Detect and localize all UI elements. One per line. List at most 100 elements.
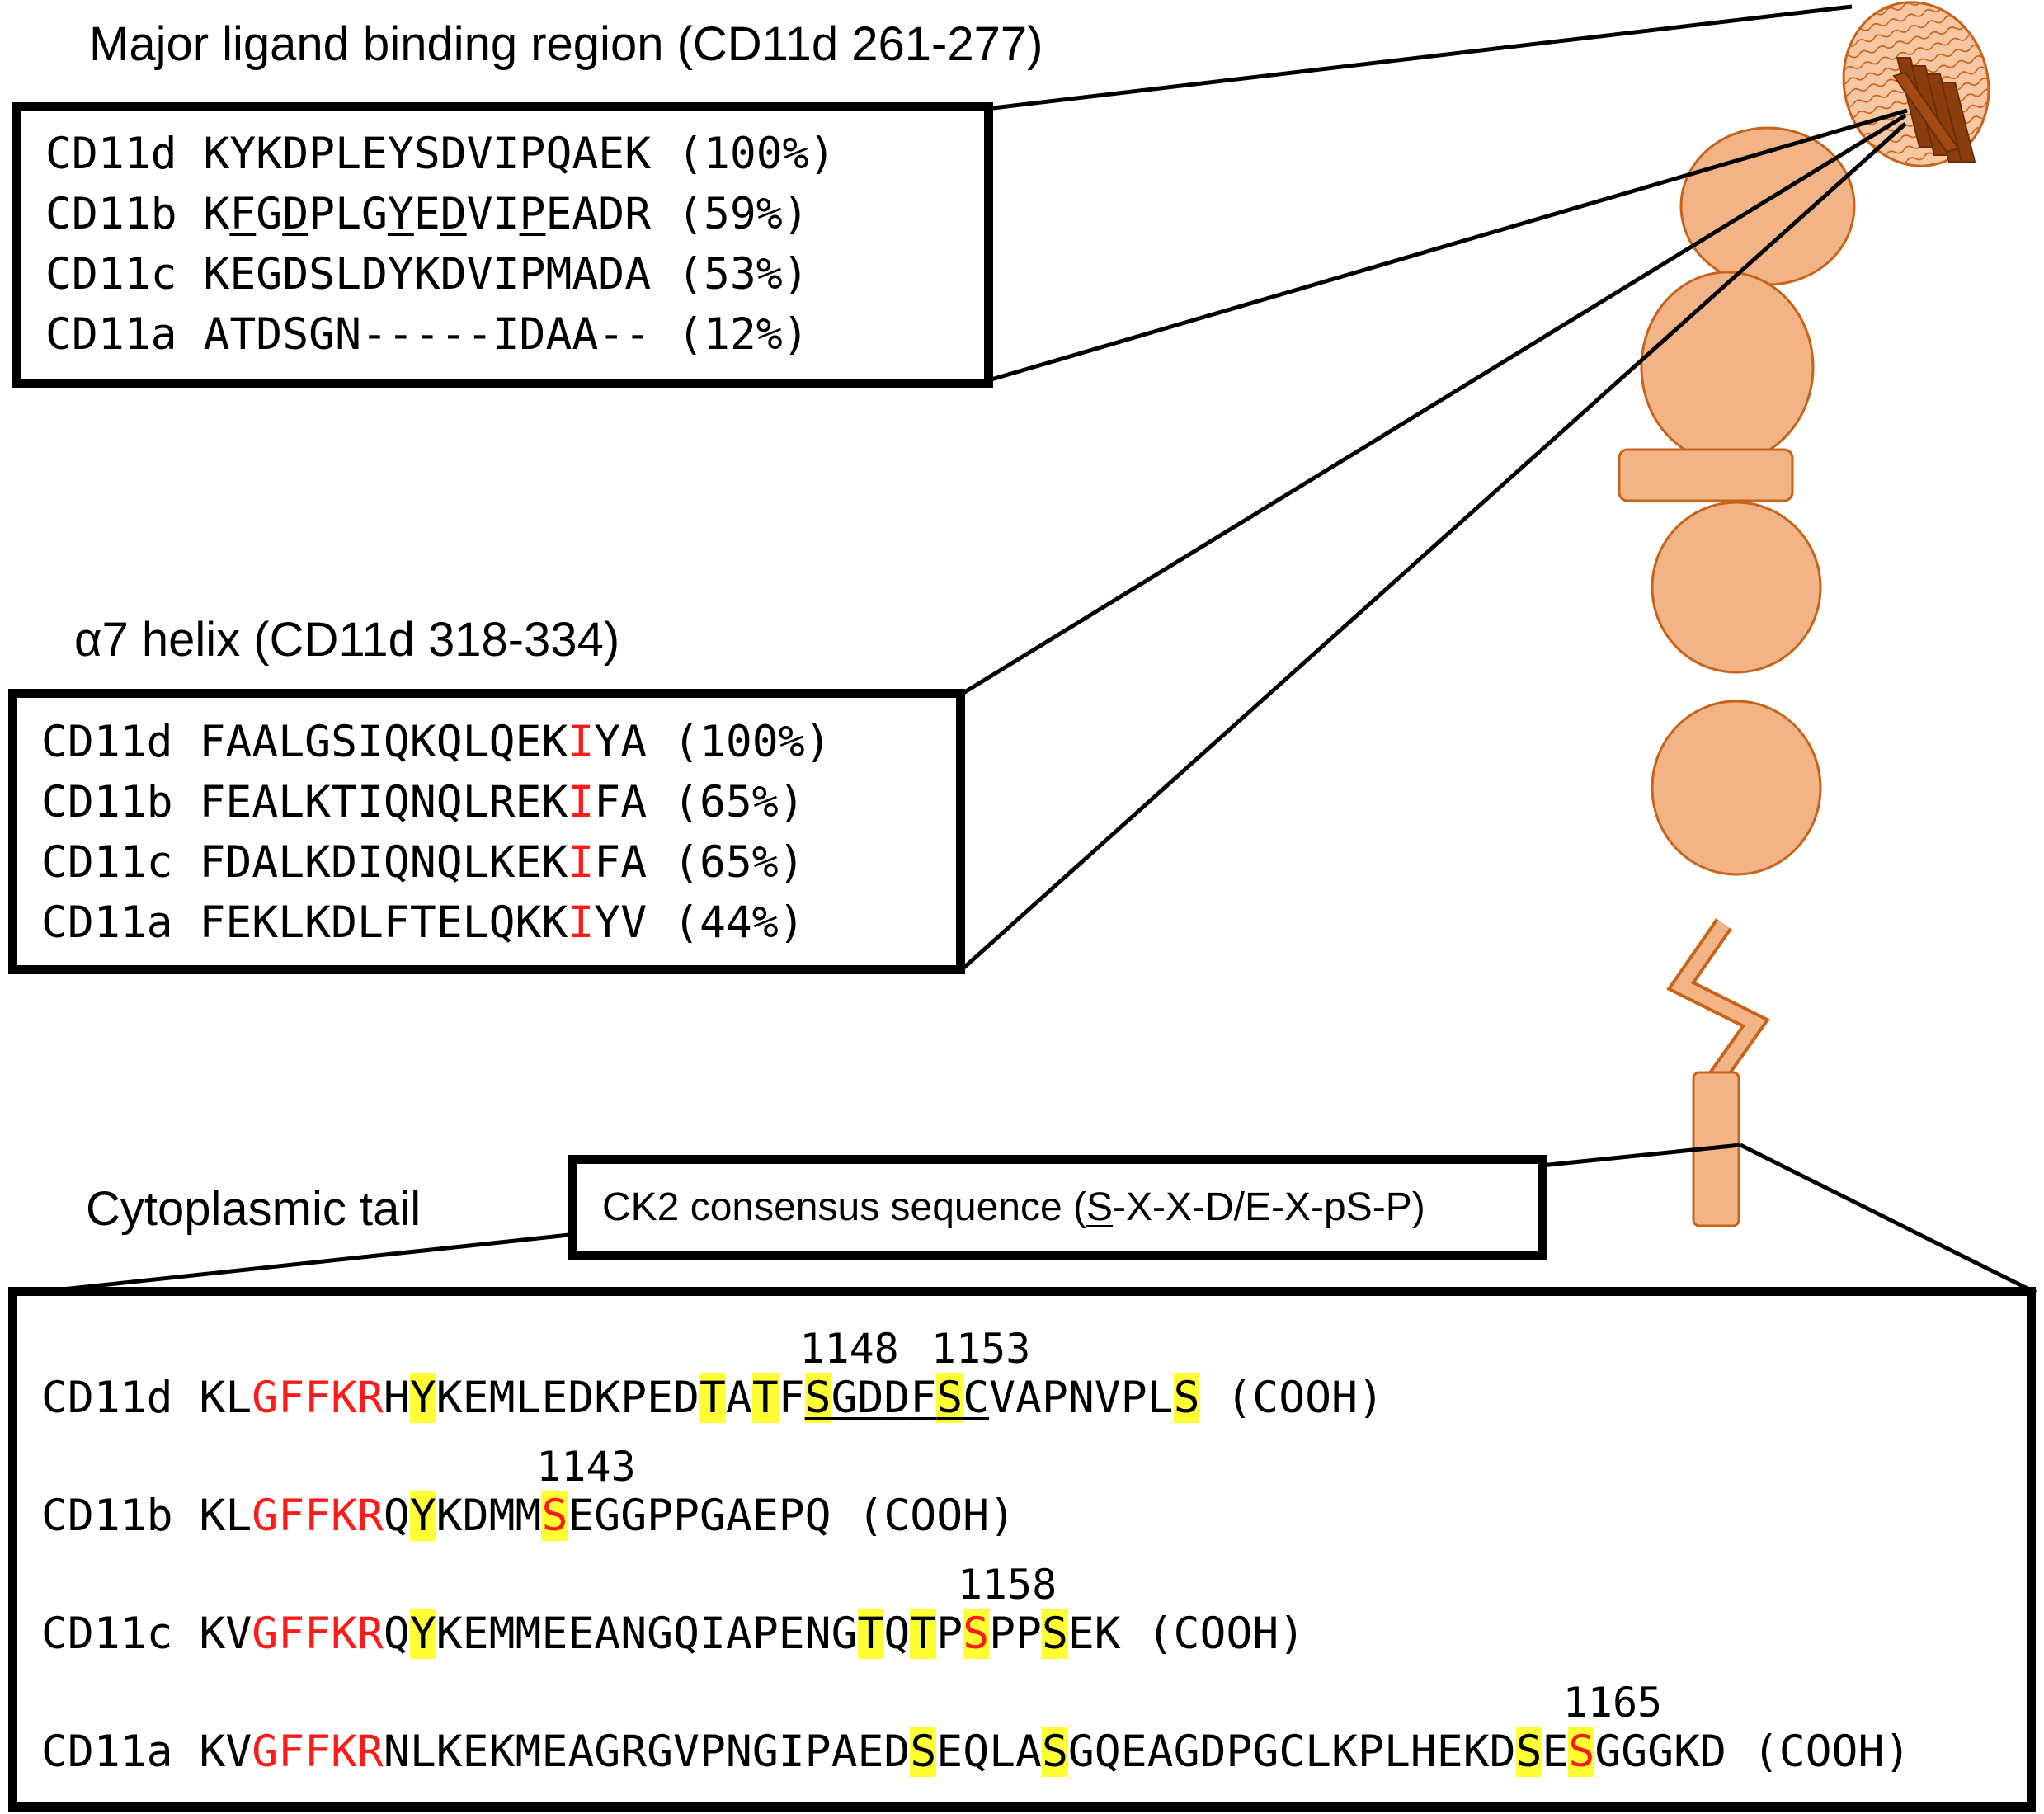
residue: Q	[383, 1609, 410, 1659]
residue: E	[229, 249, 257, 299]
residue: I	[492, 249, 520, 299]
residue: Q	[436, 777, 463, 827]
sequence-row: CD11c KEGDSLDYKDVIPMADA (53%)	[45, 252, 809, 296]
residue: K	[541, 898, 568, 948]
residue: A	[831, 1727, 858, 1777]
residue: F	[199, 837, 226, 888]
residue: L	[278, 837, 305, 888]
residue: C	[1279, 1727, 1306, 1777]
sequence-name: CD11b	[45, 189, 204, 239]
sequence-row: CD11c FDALKDIQNQLKEKIFA (65%)	[41, 841, 805, 884]
residue: E	[462, 1373, 489, 1423]
residue: M	[488, 1491, 516, 1541]
underlined-motif: SGDDFSC	[804, 1373, 989, 1423]
residue: A	[572, 129, 599, 179]
residue: K	[199, 1727, 226, 1777]
residue: V	[225, 1727, 252, 1777]
residue: D	[1489, 1727, 1516, 1777]
residue: T	[331, 777, 357, 827]
ck2-box	[568, 1155, 1547, 1260]
residue: K	[515, 898, 542, 948]
residue: I	[356, 717, 384, 767]
residue: N	[804, 1609, 831, 1659]
residue: G	[831, 1609, 858, 1659]
residue: P	[620, 1373, 648, 1423]
residue: I	[568, 837, 595, 888]
residue: K	[331, 1373, 357, 1423]
residue: -	[360, 309, 388, 360]
residue: E	[436, 898, 463, 948]
residue: K	[1094, 1609, 1121, 1659]
residue: G	[256, 189, 283, 239]
connector-lines	[16, 4, 2037, 1297]
residue: K	[199, 1491, 226, 1541]
residue: R	[356, 1727, 384, 1777]
sequence: KLGFFKRHYKEMLEDKPEDTATFSGDDFSCVAPNVPLS	[199, 1373, 1200, 1423]
residue: F	[304, 1373, 332, 1423]
residue: T	[229, 309, 257, 360]
residue: K	[1462, 1727, 1490, 1777]
residue: I	[778, 1727, 805, 1777]
residue: T	[699, 1373, 726, 1423]
residue: S	[1041, 1609, 1068, 1659]
residue: A	[620, 717, 648, 767]
residue: K	[488, 837, 516, 888]
residue: L	[1147, 1373, 1174, 1423]
sequence-row: CD11a FEKLKDLFTELQKKIYV (44%)	[41, 901, 805, 945]
residue: F	[229, 189, 257, 239]
residue: N	[409, 837, 436, 888]
residue: F	[199, 898, 226, 948]
residue: R	[620, 1727, 648, 1777]
residue: K	[304, 777, 332, 827]
residue: L	[515, 1373, 542, 1423]
residue: K	[624, 129, 652, 179]
sequence-name: CD11a	[41, 1727, 200, 1777]
residue: P	[647, 1491, 674, 1541]
residue: T	[751, 1373, 779, 1423]
sequence: KEGDSLDYKDVIPMADA	[203, 249, 651, 299]
residue: G	[620, 1491, 648, 1541]
residue: S	[541, 1491, 568, 1541]
residue: K	[594, 1373, 621, 1423]
residue: D	[568, 1373, 595, 1423]
residue: Y	[387, 249, 414, 299]
residue: S	[936, 1373, 963, 1423]
residue: F	[278, 1609, 305, 1659]
sequence: KLGFFKRQYKDMMSEGGPPGAEPQ	[199, 1491, 831, 1541]
residue: M	[515, 1491, 542, 1541]
residue: M	[545, 249, 572, 299]
residue: A	[725, 1609, 752, 1659]
sequence-suffix: (65%)	[647, 837, 805, 888]
ck2-label: CK2 consensus sequence (S-X-X-D/E-X-pS-P…	[602, 1185, 1425, 1229]
residue: N	[383, 1727, 410, 1777]
residue: H	[383, 1373, 410, 1423]
sequence: FAALGSIQKQLQEKIYA	[199, 717, 647, 767]
residue: K	[409, 717, 436, 767]
residue: -	[598, 309, 625, 360]
residue: Y	[387, 189, 414, 239]
residue: P	[519, 189, 546, 239]
residue: D	[1700, 1727, 1726, 1777]
domain-3	[1640, 271, 1815, 464]
residue: I	[356, 777, 384, 827]
sequence-suffix: (12%)	[651, 309, 809, 360]
residue: M	[515, 1609, 542, 1659]
residue: S	[331, 717, 357, 767]
residue: D	[1199, 1727, 1227, 1777]
residue: K	[331, 1491, 357, 1541]
residue: F	[594, 777, 621, 827]
residue: -	[440, 309, 467, 360]
linker-bar	[1618, 448, 1794, 502]
residue: L	[462, 777, 489, 827]
residue: V	[225, 1609, 252, 1659]
sequence-suffix: (65%)	[647, 777, 805, 827]
residue: A	[203, 309, 230, 360]
residue: K	[488, 1727, 516, 1777]
sequence-suffix: (COOH)	[831, 1491, 1015, 1541]
residue: G	[1647, 1727, 1674, 1777]
residue: Q	[673, 1609, 699, 1659]
residue: K	[203, 129, 230, 179]
sequence-suffix: (100%)	[647, 717, 831, 767]
helix-box	[8, 689, 965, 974]
sequence: ATDSGN-----IDAA--	[203, 309, 651, 360]
